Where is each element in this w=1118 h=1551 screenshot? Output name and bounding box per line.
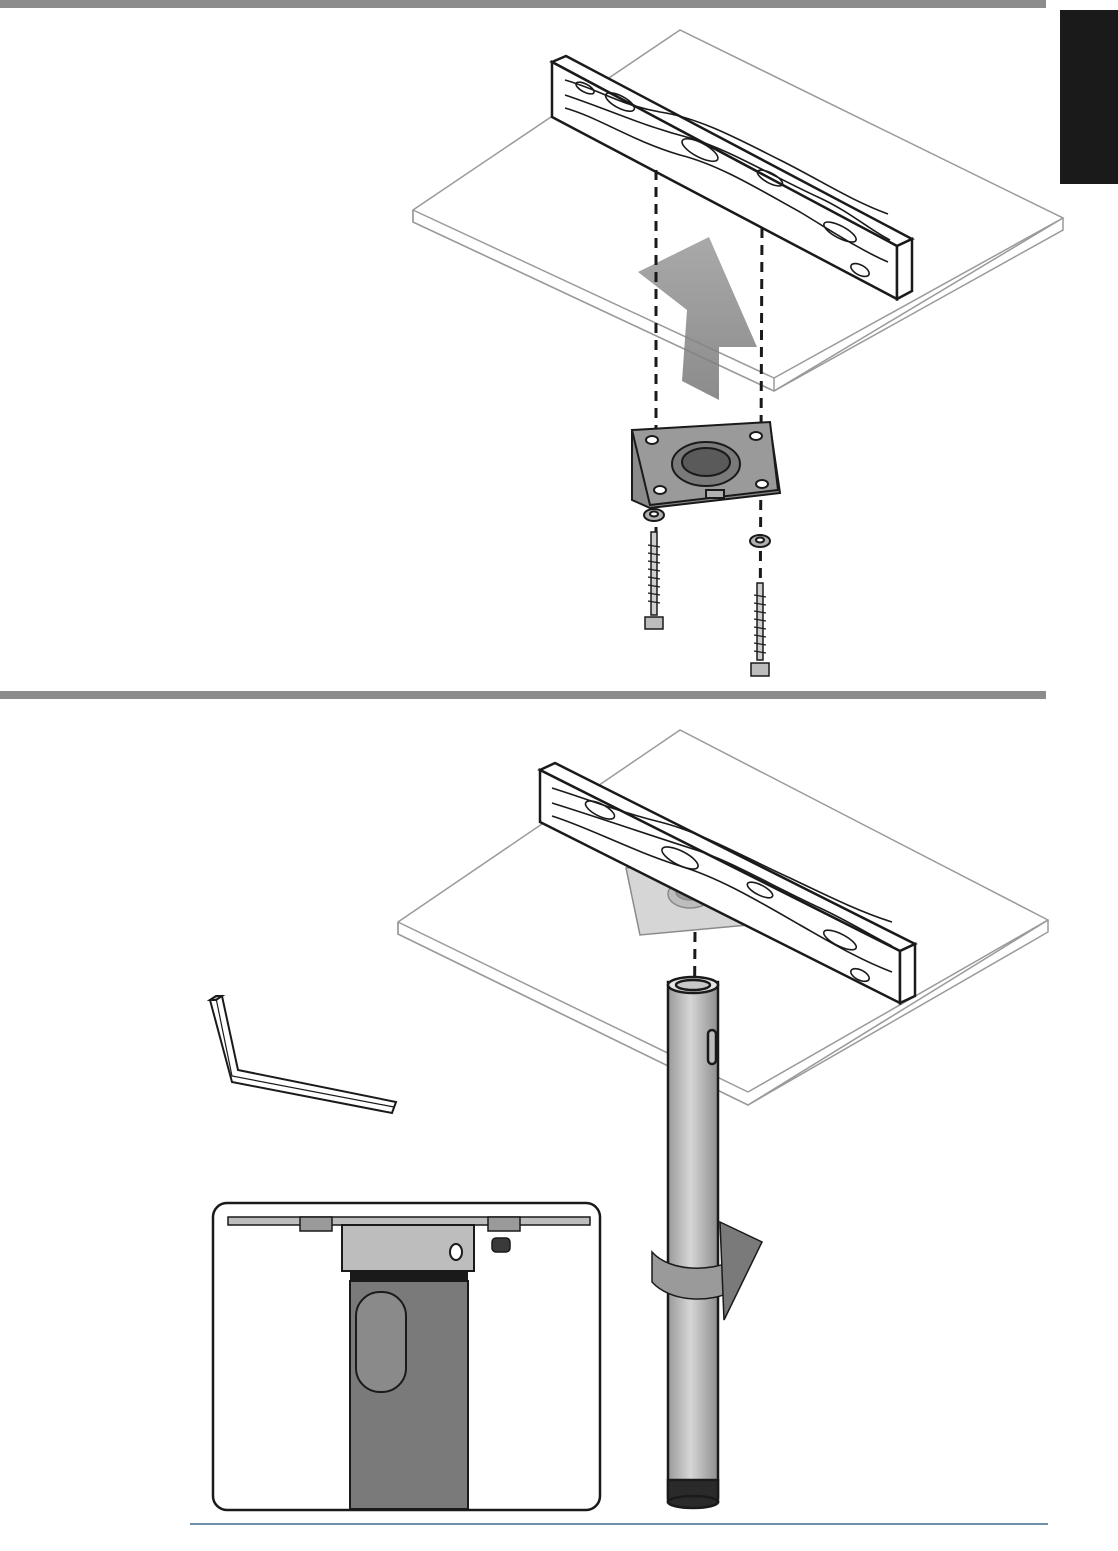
washer-icon bbox=[644, 509, 770, 547]
extension-pole bbox=[668, 977, 718, 1508]
lag-bolt-icon bbox=[645, 532, 769, 676]
step-1-illustration bbox=[413, 30, 1063, 676]
detail-inset bbox=[213, 1203, 600, 1510]
step-2-illustration bbox=[210, 730, 1048, 1510]
ceiling-plate bbox=[632, 422, 780, 508]
hex-key-icon bbox=[210, 996, 396, 1113]
